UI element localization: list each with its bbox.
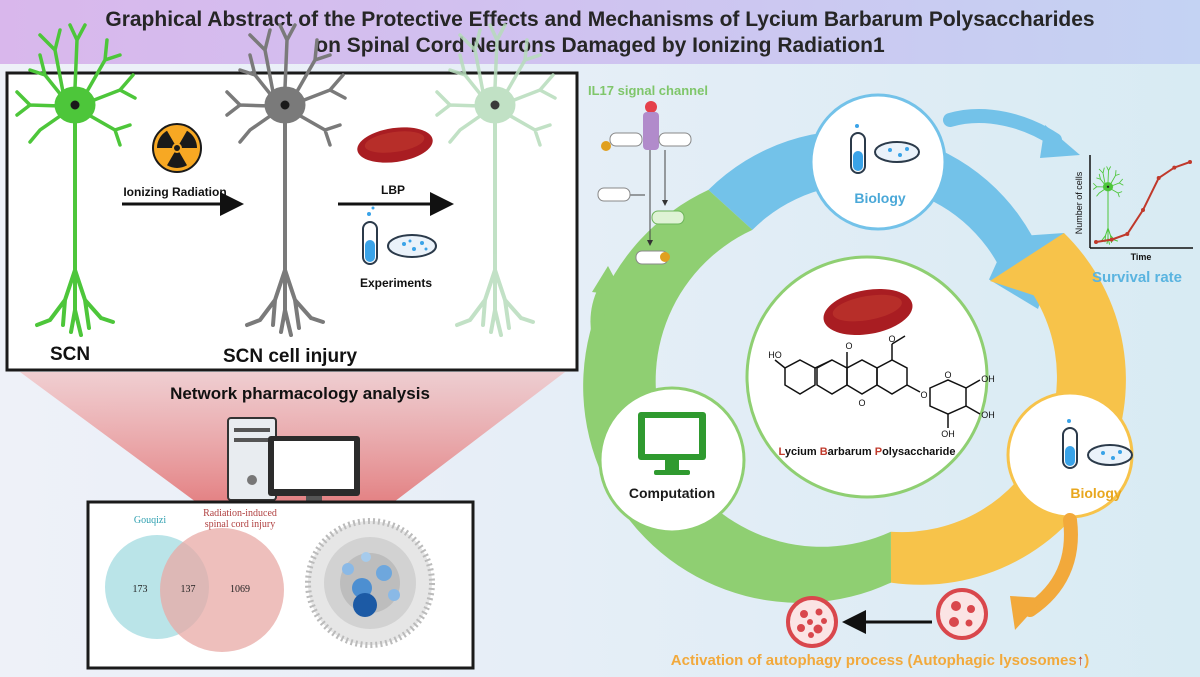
survival-chart: Number of cells Time [1074,155,1193,262]
petri-dish-right-icon [1087,444,1133,466]
venn-right-only: 1069 [230,584,250,595]
blue-curved-arrow [943,109,1062,147]
title-line-1: Graphical Abstract of the Protective Eff… [105,8,1095,31]
venn-left-only: 173 [133,584,148,595]
test-tube-top-icon [850,124,866,174]
orange-arrowhead [1010,596,1044,630]
ionizing-label: Ionizing Radiation [123,185,226,199]
scn-label: SCN [50,344,90,365]
chem-o5: O [944,370,951,380]
chem-oh3: OH [941,429,955,439]
neuron-small-icon [1093,166,1124,245]
test-tube-right-icon [1062,419,1078,469]
chem-o1: O [845,341,852,351]
computer-icon [227,417,360,504]
computation-label: Computation [629,485,715,501]
compound-name: Lycium Barbarum Polysaccharide [779,446,956,458]
network-graph [305,518,435,648]
network-title: Network pharmacology analysis [170,384,430,403]
venn-left-label: Gouqizi [134,515,166,526]
autophagy-caption: Activation of autophagy process (Autopha… [671,652,1089,669]
survival-point [1094,240,1098,244]
chem-o3: O [858,398,865,408]
petri-dish-icon [387,234,437,258]
survival-point [1172,165,1177,170]
lbp-label: LBP [381,183,405,197]
lysosome-left-icon [786,596,838,648]
survival-point [1156,176,1161,180]
survival-point [1141,208,1145,212]
compound-circle [745,255,989,499]
chem-o4: O [920,390,927,400]
venn-overlap: 137 [181,584,196,595]
venn-circle-injury [160,528,284,652]
il17-pathway-diagram [597,101,692,265]
survival-caption: Survival rate [1092,269,1182,286]
survival-xlabel: Time [1131,252,1152,262]
biology-right-label: Biology [1070,485,1122,501]
title-line-2: on Spinal Cord Neurons Damaged by Ionizi… [315,34,885,57]
survival-line [1095,161,1191,243]
monitor-icon [638,412,706,475]
venn-right-label-2: spinal cord injury [205,519,276,530]
blue-arrowhead [1040,125,1080,158]
chem-ho: HO [768,350,782,360]
chem-o2: O [888,334,895,344]
chemical-structure [774,335,981,428]
green-curved-arrow [590,283,629,399]
survival-ylabel: Number of cells [1074,171,1084,234]
venn-right-label-1: Radiation-induced [203,508,277,519]
page-title: Graphical Abstract of the Protective Eff… [0,7,1200,59]
goji-berry-icon [357,127,433,163]
biology-top-label: Biology [854,190,906,206]
title-band [0,0,1200,64]
survival-point [1125,232,1130,236]
survival-point [1188,160,1192,164]
radiation-icon [152,123,202,173]
chem-oh1: OH [981,374,995,384]
chem-oh2: OH [981,410,995,420]
petri-dish-top-icon [874,141,920,163]
green-arrowhead [592,266,624,296]
biology-top-node [809,93,947,231]
lysosome-right-icon [936,588,988,640]
survival-point [1109,237,1114,242]
goji-berry-center-icon [823,288,913,336]
experiments-label: Experiments [360,276,432,290]
test-tube-icon [362,206,378,265]
survival-points [1094,160,1192,244]
scn-injury-label: SCN cell injury [223,346,358,367]
pathway-title: IL17 signal channel [588,83,708,98]
